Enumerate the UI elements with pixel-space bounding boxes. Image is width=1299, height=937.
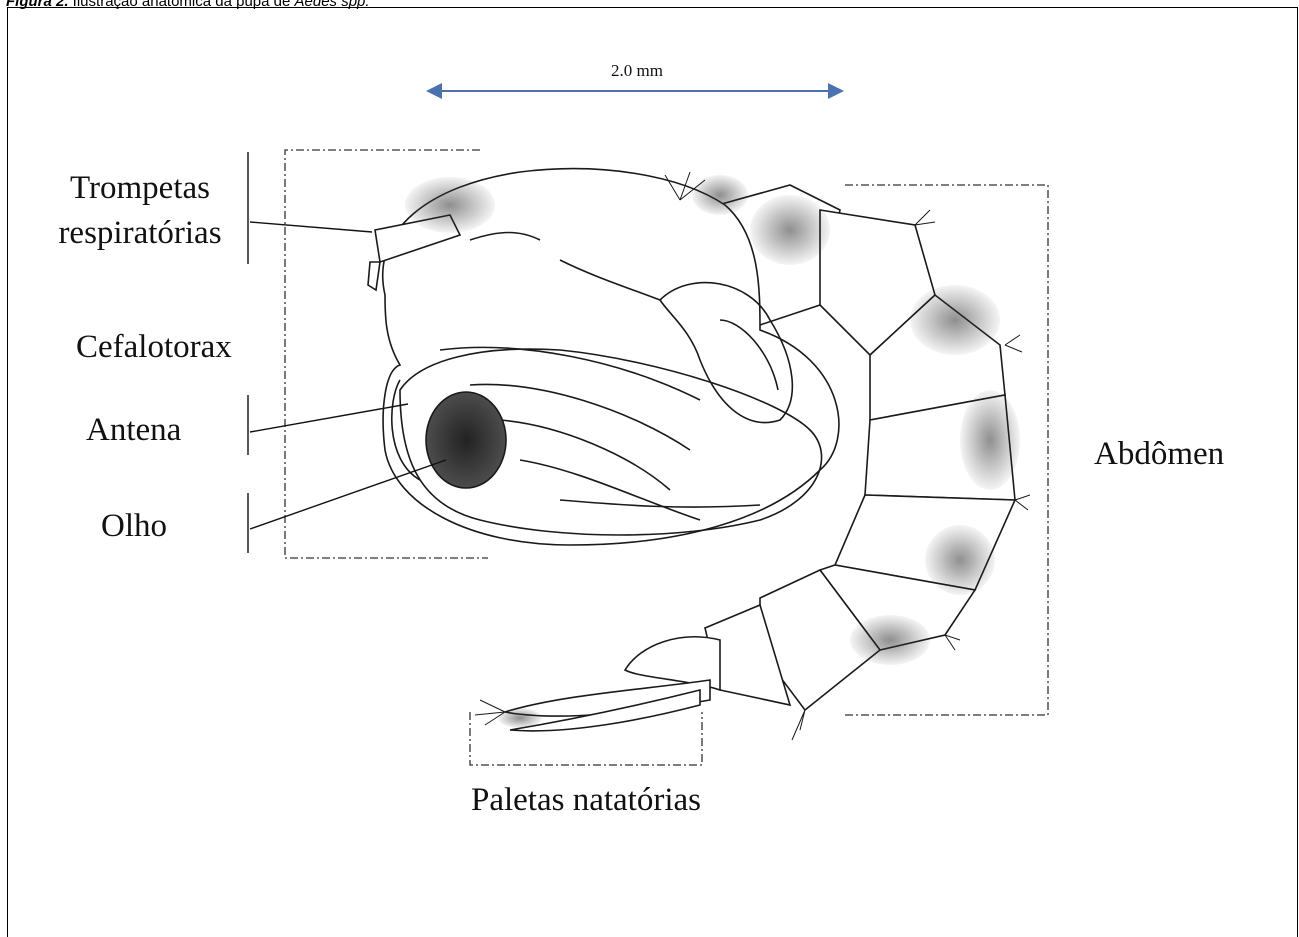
label-paletas: Paletas natatórias [471, 782, 701, 818]
label-antena: Antena [86, 412, 182, 448]
label-olho: Olho [101, 508, 167, 544]
eye-shape [426, 392, 506, 488]
label-cefalotorax: Cefalotorax [76, 329, 232, 365]
scale-label: 2.0 mm [611, 61, 663, 80]
label-abdomen: Abdômen [1094, 436, 1224, 472]
scale-bar: 2.0 mm [432, 61, 838, 91]
label-trompetas-1: Trompetas [70, 170, 210, 206]
label-trompetas-2: respiratórias [58, 215, 221, 251]
paddles [498, 637, 720, 731]
pupa-body [368, 169, 1030, 740]
